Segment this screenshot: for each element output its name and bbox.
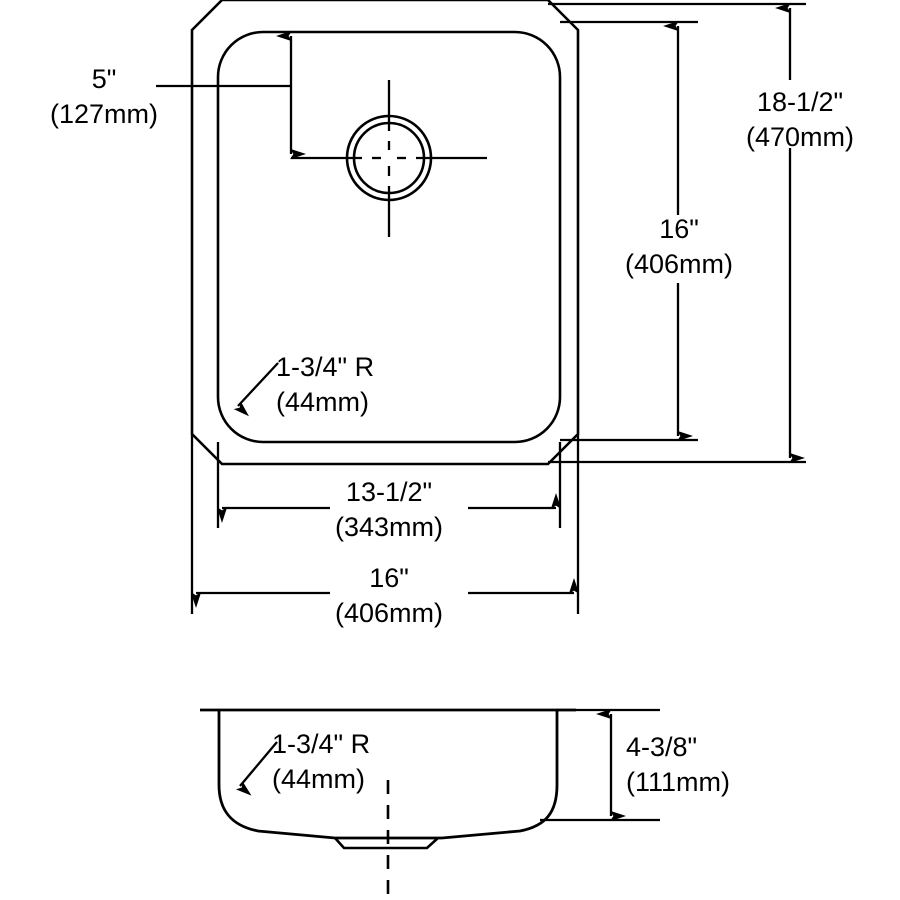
dim-label-corner-radius-top-imperial: 1-3/4" R [276, 352, 375, 382]
dim-label-outer-width: 16" (406mm) [299, 561, 479, 631]
dim-label-corner-radius-section-imperial: 1-3/4" R [272, 729, 371, 759]
inner-basin-outline [216, 30, 562, 444]
dim-inner-height [560, 20, 698, 442]
dim-label-drain-from-top-imperial: 5" [91, 64, 117, 94]
dim-bowl-depth [540, 708, 660, 822]
dim-label-bowl-depth-metric: (111mm) [626, 767, 731, 797]
dim-label-corner-radius-section-metric: (44mm) [272, 764, 365, 794]
dim-label-inner-height: 16" (406mm) [600, 212, 758, 282]
dim-label-outer-height-metric: (470mm) [745, 122, 854, 152]
dim-label-inner-width-metric: (343mm) [334, 512, 443, 542]
dim-label-outer-height: 18-1/2" (470mm) [712, 85, 888, 155]
dim-label-outer-width-imperial: 16" [369, 563, 409, 593]
dim-label-bowl-depth: 4-3/8" (111mm) [626, 730, 856, 800]
dim-label-outer-height-imperial: 18-1/2" [756, 87, 844, 117]
dim-outer-height [548, 2, 806, 464]
dim-inner-width [216, 442, 562, 528]
dim-label-corner-radius-top-metric: (44mm) [276, 387, 369, 417]
dim-label-drain-from-top-metric: (127mm) [49, 99, 158, 129]
dim-outer-width [190, 434, 580, 614]
dim-label-outer-width-metric: (406mm) [334, 598, 443, 628]
dim-label-corner-radius-section: 1-3/4" R (44mm) [272, 727, 482, 797]
dim-label-corner-radius-top: 1-3/4" R (44mm) [276, 350, 476, 420]
dim-corner-radius-top-leader [233, 362, 279, 417]
dim-label-inner-width: 13-1/2" (343mm) [299, 475, 479, 545]
dim-label-inner-width-imperial: 13-1/2" [345, 477, 433, 507]
dim-label-bowl-depth-imperial: 4-3/8" [626, 732, 698, 762]
dim-label-inner-height-metric: (406mm) [624, 249, 733, 279]
dim-label-drain-from-top: 5" (127mm) [20, 62, 188, 132]
dim-corner-radius-section-leader [235, 741, 278, 796]
dim-label-inner-height-imperial: 16" [659, 214, 699, 244]
